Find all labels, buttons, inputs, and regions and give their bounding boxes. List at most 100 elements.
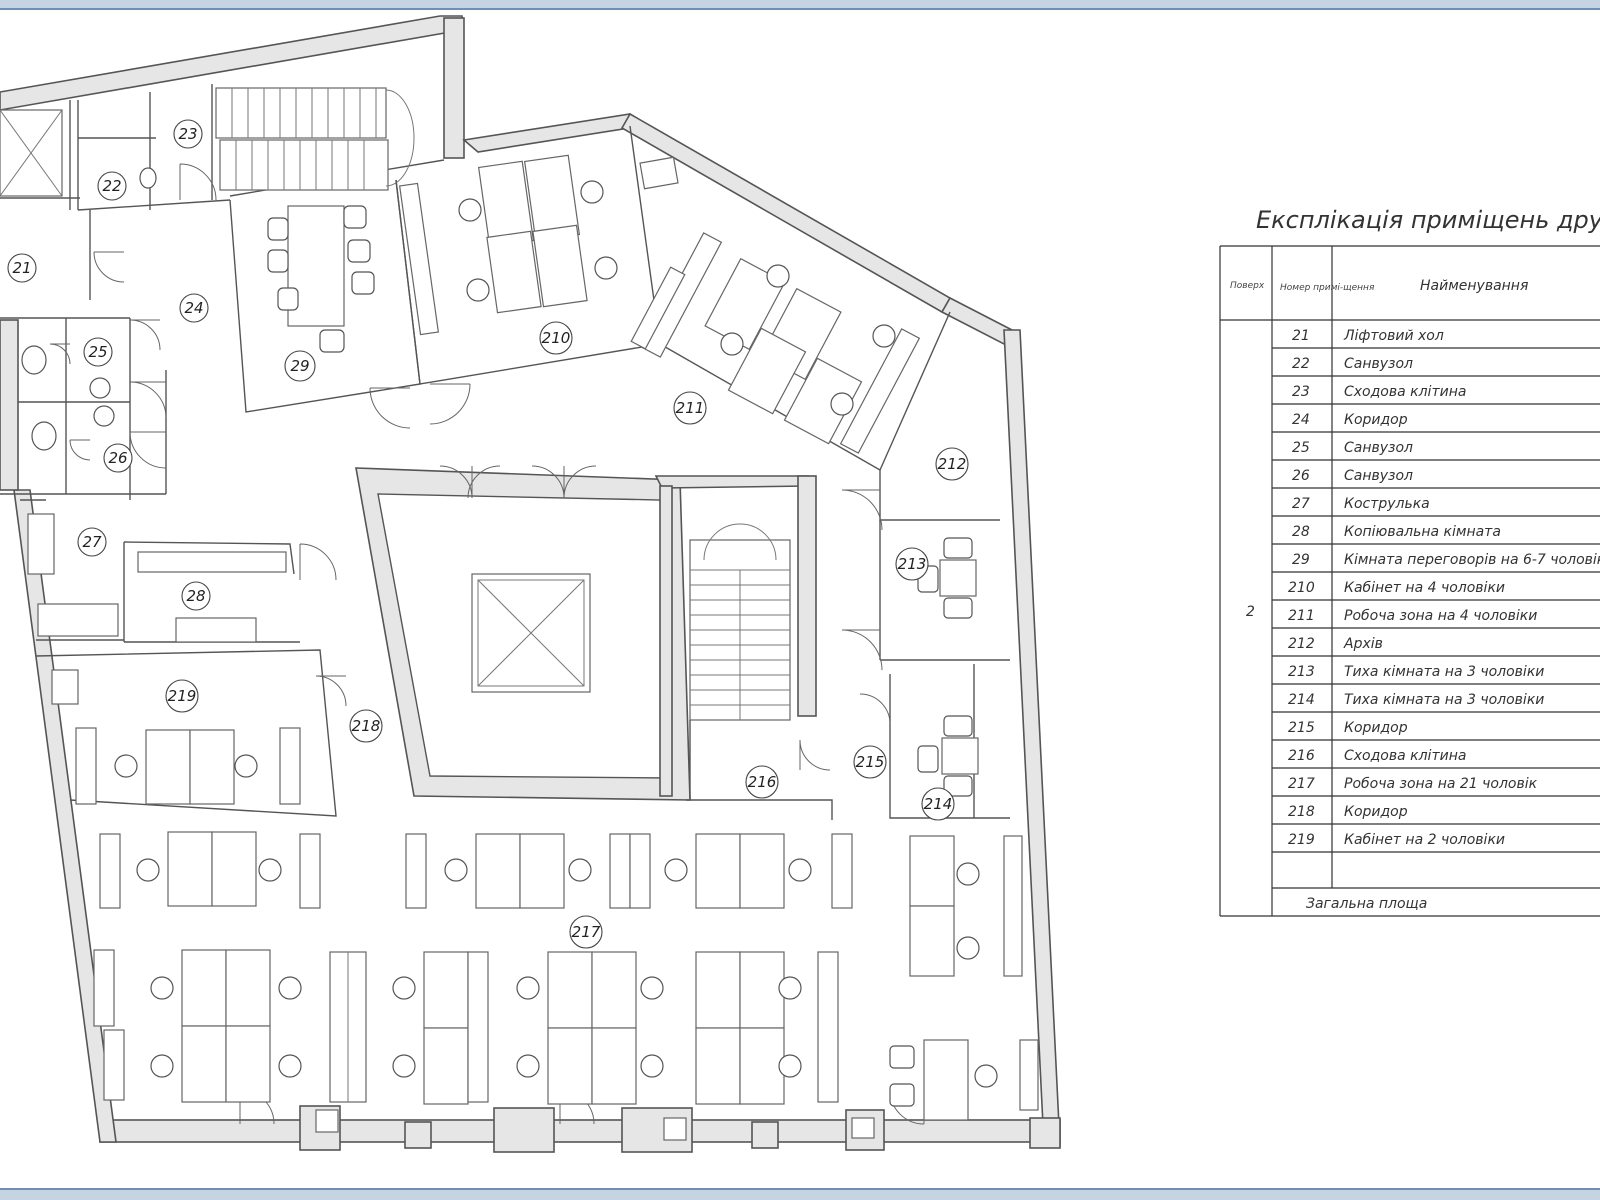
row-no: 219 [1288,832,1315,848]
row-no: 213 [1288,664,1315,680]
room-label-217: 217 [569,915,603,949]
room-label-212: 212 [935,447,969,481]
row-no: 210 [1288,580,1315,596]
wall-north-east [462,113,644,153]
room-label-21: 21 [7,253,37,283]
row-name: Санвузол [1344,468,1413,484]
row-name: Кабінет на 4 чоловіки [1344,580,1505,596]
pier-5 [751,1121,779,1149]
row-no: 215 [1288,720,1315,736]
room-label-219: 219 [165,679,199,713]
row-name: Санвузол [1344,356,1413,372]
wall-wc-block [0,319,19,491]
room-label-27: 27 [77,527,107,557]
row-no: 214 [1288,692,1315,708]
header-room-no: Номер примі-щення [1280,283,1375,293]
row-no: 217 [1288,776,1315,792]
row-no: 28 [1292,524,1310,540]
room-label-214: 214 [921,787,955,821]
stair-216-east-wall [797,475,817,717]
sink-25 [89,377,111,399]
room-label-213: 213 [895,547,929,581]
svg-text:213: 213 [898,555,927,573]
row-name: Тиха кімната на 3 чоловіки [1344,692,1544,708]
svg-text:29: 29 [290,357,309,375]
outer-walls [0,15,1061,1153]
row-no: 29 [1292,552,1310,568]
row-name: Санвузол [1344,440,1413,456]
svg-text:212: 212 [938,455,967,473]
internal-walls [0,84,1010,820]
room-label-25: 25 [83,337,113,367]
vent-2 [663,1117,687,1141]
svg-text:25: 25 [88,343,107,361]
page-frame-bottom [0,1190,1600,1200]
room-label-29: 29 [284,350,316,382]
room-label-215: 215 [853,745,887,779]
wall-west [13,489,117,1143]
row-no: 218 [1288,804,1315,820]
wall-stair-tower [443,17,465,159]
room-label-24: 24 [179,293,209,323]
wc-25 [21,345,47,375]
room-label-22: 22 [97,171,127,201]
wc-22 [139,167,157,189]
room-label-216: 216 [745,765,779,799]
row-no: 212 [1288,636,1315,652]
room-label-210: 210 [539,321,573,355]
stair-216-west-wall [659,485,673,797]
row-name: Кабінет на 2 чоловіки [1344,832,1505,848]
page-frame-top [0,0,1600,8]
svg-text:22: 22 [102,177,121,195]
page-frame-bottom-line [0,1188,1600,1190]
room-labels: 21 22 23 24 25 26 27 28 29 210 211 212 2… [7,119,969,949]
row-name: Кострулька [1344,496,1430,512]
svg-text:211: 211 [676,399,705,417]
row-name: Кімната переговорів на 6-7 чоловік [1344,552,1600,568]
room-label-23: 23 [173,119,203,149]
vent-1 [315,1109,339,1133]
row-name: Робоча зона на 21 чоловік [1344,776,1538,792]
page-frame-top-line [0,8,1600,10]
row-no: 27 [1292,496,1310,512]
svg-text:24: 24 [184,299,203,317]
row-name: Копіювальна кімната [1344,524,1501,540]
svg-text:214: 214 [924,795,953,813]
room-label-218: 218 [349,709,383,743]
room-label-28: 28 [181,581,211,611]
header-name: Найменування [1420,278,1528,294]
svg-text:27: 27 [82,533,102,551]
wc-26 [31,421,57,451]
explication-table: Експлікація приміщень другого Поверх Ном… [1219,206,1600,917]
svg-text:219: 219 [168,687,197,705]
table-214 [941,737,979,775]
svg-text:216: 216 [748,773,777,791]
stair-216-wall [654,475,809,489]
row-name: Сходова клітина [1344,748,1466,764]
row-name: Сходова клітина [1344,384,1466,400]
row-name: Коридор [1344,804,1408,820]
svg-text:21: 21 [12,259,31,277]
row-no: 25 [1292,440,1310,456]
wall-north-east-3 [940,296,1014,346]
floor-value: 2 [1246,604,1255,620]
row-no: 22 [1292,356,1310,372]
row-name: Коридор [1344,412,1408,428]
wall-east [1003,329,1061,1147]
svg-text:26: 26 [108,449,127,467]
furniture [21,154,1039,1121]
row-no: 26 [1292,468,1310,484]
room-label-211: 211 [673,391,707,425]
svg-text:218: 218 [352,717,381,735]
row-name: Робоча зона на 4 чоловіки [1344,608,1537,624]
header-floor: Поверх [1230,281,1265,291]
pier-2 [404,1121,432,1149]
stair-23-treads [215,87,415,191]
table-213 [939,559,977,597]
kitchen-shelf [37,603,119,637]
row-name: Архів [1343,636,1383,652]
explication-row-lines [1272,347,1600,889]
row-no: 211 [1288,608,1315,624]
